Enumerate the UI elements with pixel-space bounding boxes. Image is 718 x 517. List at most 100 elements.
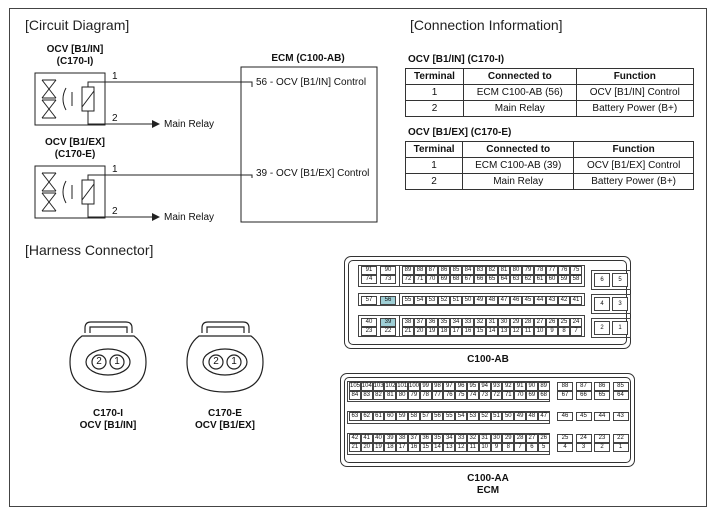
ecm-box xyxy=(240,66,378,223)
pin-cell: 48 xyxy=(486,296,498,305)
pin-cell: 91 xyxy=(514,382,526,391)
pin-cell: 83 xyxy=(474,266,486,275)
pin-cell: 67 xyxy=(557,391,573,400)
ocv-ex-connector: (C170-E) xyxy=(54,149,96,160)
pin-cell: 19 xyxy=(426,327,438,336)
pin-cell: 73 xyxy=(380,275,396,284)
ocv-in-connector: (C170-I) xyxy=(56,56,94,67)
pin-cell: 65 xyxy=(486,275,498,284)
table-cell: Main Relay xyxy=(462,173,575,190)
pin-cell: 33 xyxy=(462,318,474,327)
pin-cell: 18 xyxy=(384,443,397,452)
pin-cell: 62 xyxy=(360,412,373,421)
pin-cell: 25 xyxy=(558,318,570,327)
pin-cell: 23 xyxy=(361,327,377,336)
pin-cell: 51 xyxy=(490,412,503,421)
pin-cell: 69 xyxy=(438,275,450,284)
pin-cell: 12 xyxy=(510,327,522,336)
pin-cell: 28 xyxy=(522,318,534,327)
pin-cell: 12 xyxy=(455,443,467,452)
pin-cell: 73 xyxy=(478,391,491,400)
pin-cell: 29 xyxy=(510,318,522,327)
c170e-connector-shell xyxy=(186,321,264,393)
pin-cell: 58 xyxy=(570,275,582,284)
pin-cell: 14 xyxy=(431,443,444,452)
pin-cell: 40 xyxy=(361,318,377,327)
pin-cell: 78 xyxy=(419,391,432,400)
pin-cell: 51 xyxy=(450,296,462,305)
pin-cell: 36 xyxy=(419,434,432,443)
c100aa-outer xyxy=(340,373,635,467)
pin-cell: 15 xyxy=(419,443,432,452)
pin-cell: 9 xyxy=(546,327,558,336)
pin-cell: 28 xyxy=(514,434,526,443)
pin-cell: 54 xyxy=(455,412,467,421)
pin-cell: 18 xyxy=(438,327,450,336)
main-relay-label-in: Main Relay xyxy=(164,119,215,130)
pin-cell: 17 xyxy=(450,327,462,336)
table-title-in: OCV [B1/IN] (C170-I) xyxy=(408,54,505,65)
pin-cell: 70 xyxy=(426,275,438,284)
pin-cell: 37 xyxy=(414,318,426,327)
pin-cell: 59 xyxy=(558,275,570,284)
pin-cell: 27 xyxy=(534,318,546,327)
c170i-connector-shell xyxy=(69,321,147,393)
pin-cell: 63 xyxy=(510,275,522,284)
pin-cell: 46 xyxy=(510,296,522,305)
pin-cell: 6 xyxy=(526,443,538,452)
c170i-label: C170-I xyxy=(92,408,123,419)
pin-cell: 87 xyxy=(426,266,438,275)
pin-cell: 82 xyxy=(486,266,498,275)
pin-1-label-ex: 1 xyxy=(112,164,118,175)
c100aa-inner xyxy=(344,377,631,463)
pin-cell: 77 xyxy=(546,266,558,275)
pin-cell: 30 xyxy=(498,318,510,327)
pin-cell: 1 xyxy=(612,443,629,452)
pin-cell: 17 xyxy=(396,443,408,452)
pin-cell: 87 xyxy=(575,382,592,391)
pin-cell: 57 xyxy=(419,412,432,421)
pin-cell: 64 xyxy=(498,275,510,284)
pin-cell: 61 xyxy=(372,412,385,421)
pin-cell: 80 xyxy=(510,266,522,275)
pin-cell: 10 xyxy=(478,443,491,452)
pin-cell: 60 xyxy=(384,412,397,421)
pin-cell: 41 xyxy=(360,434,373,443)
pin-cell: 49 xyxy=(514,412,526,421)
pin-cell: 98 xyxy=(431,382,444,391)
pin-cell: 3 xyxy=(575,443,592,452)
c170i-pin-2: 2 xyxy=(96,356,102,367)
pin-cell: 72 xyxy=(402,275,414,284)
pin-cell: 38 xyxy=(402,318,414,327)
pin-cell: 52 xyxy=(438,296,450,305)
pin-cell: 3 xyxy=(612,297,628,311)
pin-cell: 47 xyxy=(537,412,550,421)
table-row: 1 ECM C100-AB (39) OCV [B1/EX] Control xyxy=(404,157,694,174)
pin-cell: 82 xyxy=(372,391,385,400)
pin-cell: 34 xyxy=(443,434,456,443)
pin-cell: 48 xyxy=(526,412,538,421)
table-cell: Battery Power (B+) xyxy=(575,100,695,117)
pin-cell: 23 xyxy=(594,434,610,443)
pin-cell: 90 xyxy=(380,266,396,275)
pin-cell: 89 xyxy=(537,382,550,391)
pin-cell: 26 xyxy=(537,434,550,443)
c100ab-label: C100-AB xyxy=(467,354,509,365)
pin-cell: 93 xyxy=(490,382,503,391)
table-row: 2 Main Relay Battery Power (B+) xyxy=(405,100,695,117)
pin-cell: 46 xyxy=(557,412,573,421)
pin-1-label-in: 1 xyxy=(112,71,118,82)
table-row: 2 Main Relay Battery Power (B+) xyxy=(404,173,694,190)
pin-cell: 21 xyxy=(402,327,414,336)
pin-cell: 80 xyxy=(396,391,408,400)
pin-group xyxy=(591,294,631,314)
pin-cell: 40 xyxy=(372,434,385,443)
pin-group xyxy=(399,293,585,306)
connection-info-heading: [Connection Information] xyxy=(410,17,563,33)
ocv-in-title: OCV [B1/IN] xyxy=(46,44,104,55)
pin-cell: 76 xyxy=(558,266,570,275)
diagram-frame xyxy=(9,8,707,507)
pin-cell: 89 xyxy=(402,266,414,275)
c170i-pin-1: 1 xyxy=(114,356,120,367)
pin-cell: 99 xyxy=(419,382,432,391)
